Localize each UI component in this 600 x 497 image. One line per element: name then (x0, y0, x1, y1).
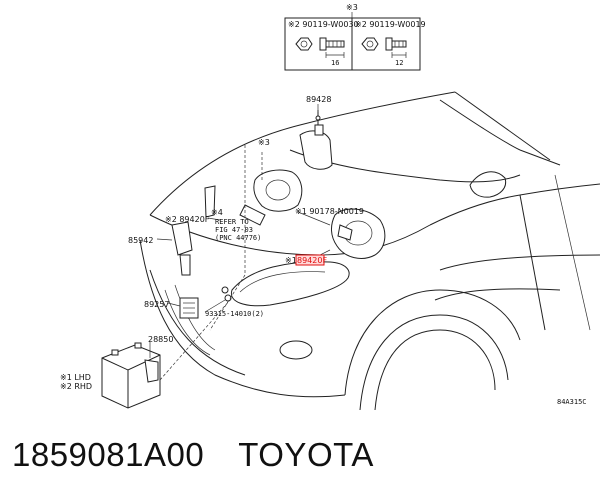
legend-lhd: ※1 LHD (60, 373, 91, 382)
left-horn (239, 169, 303, 226)
label-ref4: ※4 (211, 208, 223, 217)
hood-lock-assembly (299, 110, 333, 170)
footer: 1859081A00 TOYOTA (12, 436, 374, 474)
label-28850: 28850 (148, 335, 173, 344)
label-89420f-prefix: ※1 (285, 256, 297, 265)
bolt-a-code: ※2 90119-W0030 (288, 20, 359, 29)
right-horn (331, 208, 386, 259)
bolt-a-dim: 16 (331, 59, 339, 67)
bolt-a-icon (295, 37, 345, 58)
clip-93315 (221, 286, 232, 302)
label-refer-line2: FIG 47-03 (215, 226, 253, 234)
legend-rhd: ※2 RHD (60, 382, 92, 391)
bracket-left (171, 185, 216, 276)
bolt-detail-box: ※3 ※2 90119-W0030 ※2 90119-W0019 16 (284, 3, 426, 71)
figure-code: 84A315C (557, 398, 587, 406)
bolt-b-icon (361, 37, 407, 58)
label-refer-line3: (PNC 44776) (215, 234, 261, 242)
label-93315: 93315-14010(2) (205, 310, 264, 318)
battery (101, 342, 161, 409)
highlight-box (295, 254, 325, 266)
label-89420f-left: ※2 89420F (165, 215, 210, 224)
ref-group-top-label: ※3 (346, 3, 358, 12)
label-refer-line1: REFER TO (215, 218, 249, 226)
part-number: 1859081A00 (12, 436, 205, 473)
label-85942: 85942 (128, 236, 153, 245)
sensor-89257 (179, 297, 199, 319)
brand-name: TOYOTA (238, 436, 374, 473)
label-89257: 89257 (144, 300, 169, 309)
bolt-b-code: ※2 90119-W0019 (355, 20, 426, 29)
label-89420f-highlight[interactable]: 89420F (297, 256, 327, 265)
label-90178: ※1 90178-N0019 (295, 207, 364, 216)
label-89428: 89428 (306, 95, 331, 104)
car-body-outline (139, 91, 600, 411)
bolt-b-dim: 12 (395, 59, 403, 67)
label-ref3: ※3 (258, 138, 270, 147)
